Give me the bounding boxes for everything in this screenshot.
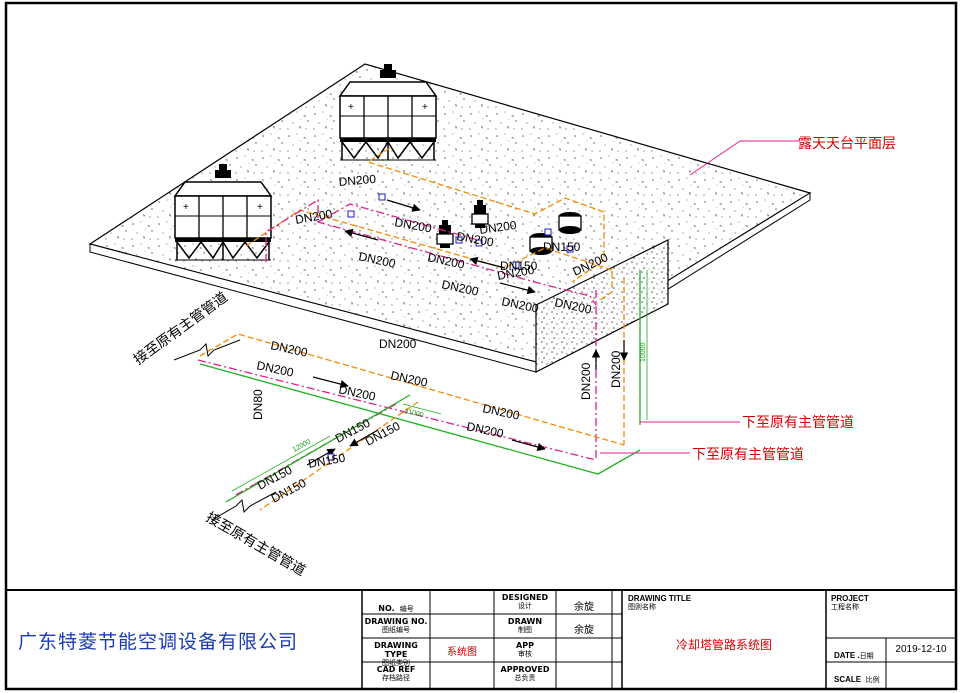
roof-label: 露天天台平面层 xyxy=(798,136,896,152)
flow-arrows xyxy=(306,199,629,466)
svg-text:DN200: DN200 xyxy=(294,207,334,227)
dimension-lines xyxy=(231,270,648,492)
svg-text:DN80: DN80 xyxy=(251,389,265,420)
svg-text:DN200: DN200 xyxy=(455,229,495,249)
drawing-title-value: 冷却塔管路系统图 xyxy=(675,638,772,652)
svg-text:DN200: DN200 xyxy=(478,218,517,237)
pipe-size-labels: DN200 DN200 DN200 DN200 DN200 DN200 DN20… xyxy=(251,172,623,506)
dimension-10000: 10000 xyxy=(640,342,647,362)
down-label-1: 下至原有主管管道 xyxy=(742,415,854,431)
svg-text:DN200: DN200 xyxy=(338,172,377,189)
drawing-type-label: DRAWING TYPE 图纸类别 xyxy=(374,641,418,667)
scale-label: SCALE 比例 xyxy=(834,675,880,684)
drawn-label: DRAWN 制图 xyxy=(507,617,543,634)
supply-pipe-roof xyxy=(245,147,613,301)
svg-text:DN200: DN200 xyxy=(609,350,623,388)
drawing-no-label: DRAWING NO. 图纸编号 xyxy=(364,617,428,634)
title-block-grid xyxy=(6,589,956,689)
svg-text:DN200: DN200 xyxy=(393,215,433,235)
svg-text:DN150: DN150 xyxy=(500,259,538,273)
drawing-title-label: DRAWING TITLE 图则名称 xyxy=(628,594,692,611)
tank-icon xyxy=(558,211,582,235)
svg-text:DN150: DN150 xyxy=(543,240,581,254)
dimension-31000: 31000 xyxy=(404,408,425,419)
drawing-type-value: 系统图 xyxy=(447,647,477,658)
designed-label: DESIGNED 设计 xyxy=(501,593,549,610)
return-pipe-roof xyxy=(265,198,597,306)
lower-pipes xyxy=(197,333,641,511)
break-symbol-icon xyxy=(173,339,241,361)
approved-label: APPROVED 总负责 xyxy=(500,665,550,682)
designed-value: 余旋 xyxy=(574,602,594,613)
date-label: DATE .日期 xyxy=(834,651,874,660)
svg-text:DN200: DN200 xyxy=(579,362,593,400)
down-label-2: 下至原有主管管道 xyxy=(692,447,804,463)
no-label: NO. 编号 xyxy=(378,604,414,613)
leader-lines xyxy=(600,140,800,454)
parapet-wall xyxy=(535,239,669,373)
project-label: PROJECT 工程名称 xyxy=(831,594,869,611)
cad-ref-label: CAD REF 存档路径 xyxy=(376,665,416,682)
app-label: APP 审核 xyxy=(516,641,534,658)
svg-text:DN150: DN150 xyxy=(307,451,347,471)
riser-pipes xyxy=(595,270,641,460)
svg-text:DN200: DN200 xyxy=(379,337,417,351)
connect-label-bottom: 接至原有主管管道 xyxy=(203,509,308,580)
break-symbol-icon xyxy=(211,491,277,521)
svg-text:DN200: DN200 xyxy=(465,419,505,441)
svg-text:DN200: DN200 xyxy=(269,338,309,360)
date-value: 2019-12-10 xyxy=(895,644,947,655)
svg-text:DN200: DN200 xyxy=(496,263,536,283)
svg-text:DN200: DN200 xyxy=(481,401,521,423)
valve-icon xyxy=(327,193,574,461)
svg-text:DN200: DN200 xyxy=(389,368,429,390)
drawing-frame xyxy=(4,1,958,691)
company-name: 广东特菱节能空调设备有限公司 xyxy=(18,631,299,653)
drawn-value: 余旋 xyxy=(574,625,594,636)
connect-label-top: 接至原有主管管道 xyxy=(130,289,231,369)
